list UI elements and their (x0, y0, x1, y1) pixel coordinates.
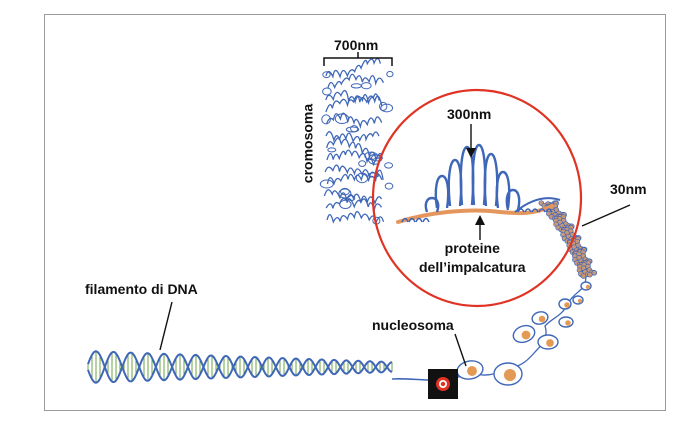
label-700nm: 700nm (334, 37, 379, 53)
chromosome-coil-ring (358, 160, 367, 167)
chromosome-block (319, 57, 394, 226)
nucleosome-core (585, 284, 591, 290)
chromosome-coil (325, 57, 381, 79)
chromosome-coil-ring (334, 113, 350, 124)
chromosome-coil-ring (319, 179, 334, 189)
chromosome-coil-ring (355, 172, 369, 184)
label-scaffold-line2: dell’impalcatura (419, 259, 526, 275)
scaffold-bump (422, 217, 430, 223)
nucleosome-core (538, 315, 546, 323)
label-scaffold-proteins: proteine dell’impalcatura (419, 239, 526, 277)
chromatin-loop (483, 152, 499, 207)
scaffold-bump (545, 208, 553, 213)
chromosome-coil-ring (340, 187, 350, 196)
chromosome-coil (326, 131, 380, 149)
chromosome-coil (325, 93, 380, 113)
record-icon[interactable] (428, 369, 458, 399)
chromatin-loops (401, 143, 553, 223)
scaffold-proteins (396, 204, 554, 224)
label-scaffold-line1: proteine (444, 240, 500, 256)
chromosome-coil-ring (338, 188, 352, 199)
chromatin-loop (447, 158, 463, 207)
nucleosome-core (467, 366, 477, 376)
fiber-bead (587, 271, 593, 278)
label-nucleosoma: nucleosoma (372, 317, 454, 333)
label-30nm: 30nm (610, 181, 647, 197)
chromosome-coil (327, 73, 385, 90)
dna-strand-a (87, 351, 393, 384)
chromosome-coil-ring (321, 114, 331, 125)
scaffold-bump (415, 217, 423, 223)
label-300nm: 300nm (447, 106, 492, 122)
fiber-30nm (538, 200, 598, 279)
chromosome-coil-ring (347, 195, 356, 202)
chromosome-coil-ring (327, 147, 337, 153)
chromosome-coil-ring (339, 199, 352, 209)
label-filamento-dna: filamento di DNA (85, 281, 198, 297)
arrow-scaffold (475, 215, 485, 240)
nucleosome-core (564, 302, 570, 308)
pointer-30nm (581, 204, 631, 227)
chromosome-coil-ring (367, 172, 380, 178)
nucleosome-core (546, 339, 554, 347)
nucleosome-core (577, 298, 583, 304)
bracket-700nm (323, 52, 393, 66)
chromosome-coil-ring (350, 125, 359, 133)
chromosome-coil-ring (322, 71, 331, 79)
fiber-bead (580, 273, 587, 279)
chromosome-coil-ring (361, 82, 372, 90)
chromatin-loop (424, 196, 440, 213)
chromosome-coil-ring (379, 101, 388, 111)
scaffold-bump (517, 208, 525, 213)
label-cromosoma: cromosoma (299, 103, 316, 184)
dna-helix (87, 350, 393, 384)
nucleosome-core (565, 320, 571, 326)
nucleosome-chain (456, 261, 592, 386)
loop-to-fiber-connector (514, 197, 561, 213)
chromosome-coil-ring (364, 151, 378, 161)
scaffold-bump (408, 217, 416, 223)
scaffold-bump (401, 217, 409, 223)
scaffold-bump (531, 208, 539, 213)
arrow-300nm (466, 124, 476, 158)
nucleosome-core (521, 330, 531, 340)
chromosome-coil (325, 112, 383, 130)
chromosome-coil-ring (384, 162, 394, 169)
fiber-bead (591, 270, 598, 276)
chromosome-coil-ring (322, 87, 332, 96)
chromosome-coil-ring (384, 182, 394, 190)
dna-strand-b (87, 350, 393, 383)
scaffold-bump (524, 208, 532, 213)
scaffold-bump (538, 208, 546, 213)
chromatin-loop (471, 143, 487, 206)
chromosome-coil-ring (386, 70, 394, 78)
record-icon-graphic (436, 377, 450, 391)
pointer-dna (159, 301, 173, 351)
nucleosome-core (503, 368, 517, 382)
chromatin-loop (505, 188, 521, 211)
pointer-nucleosoma (454, 333, 467, 367)
highlight-circle (371, 88, 583, 308)
chromosome-coil-ring (350, 83, 362, 89)
